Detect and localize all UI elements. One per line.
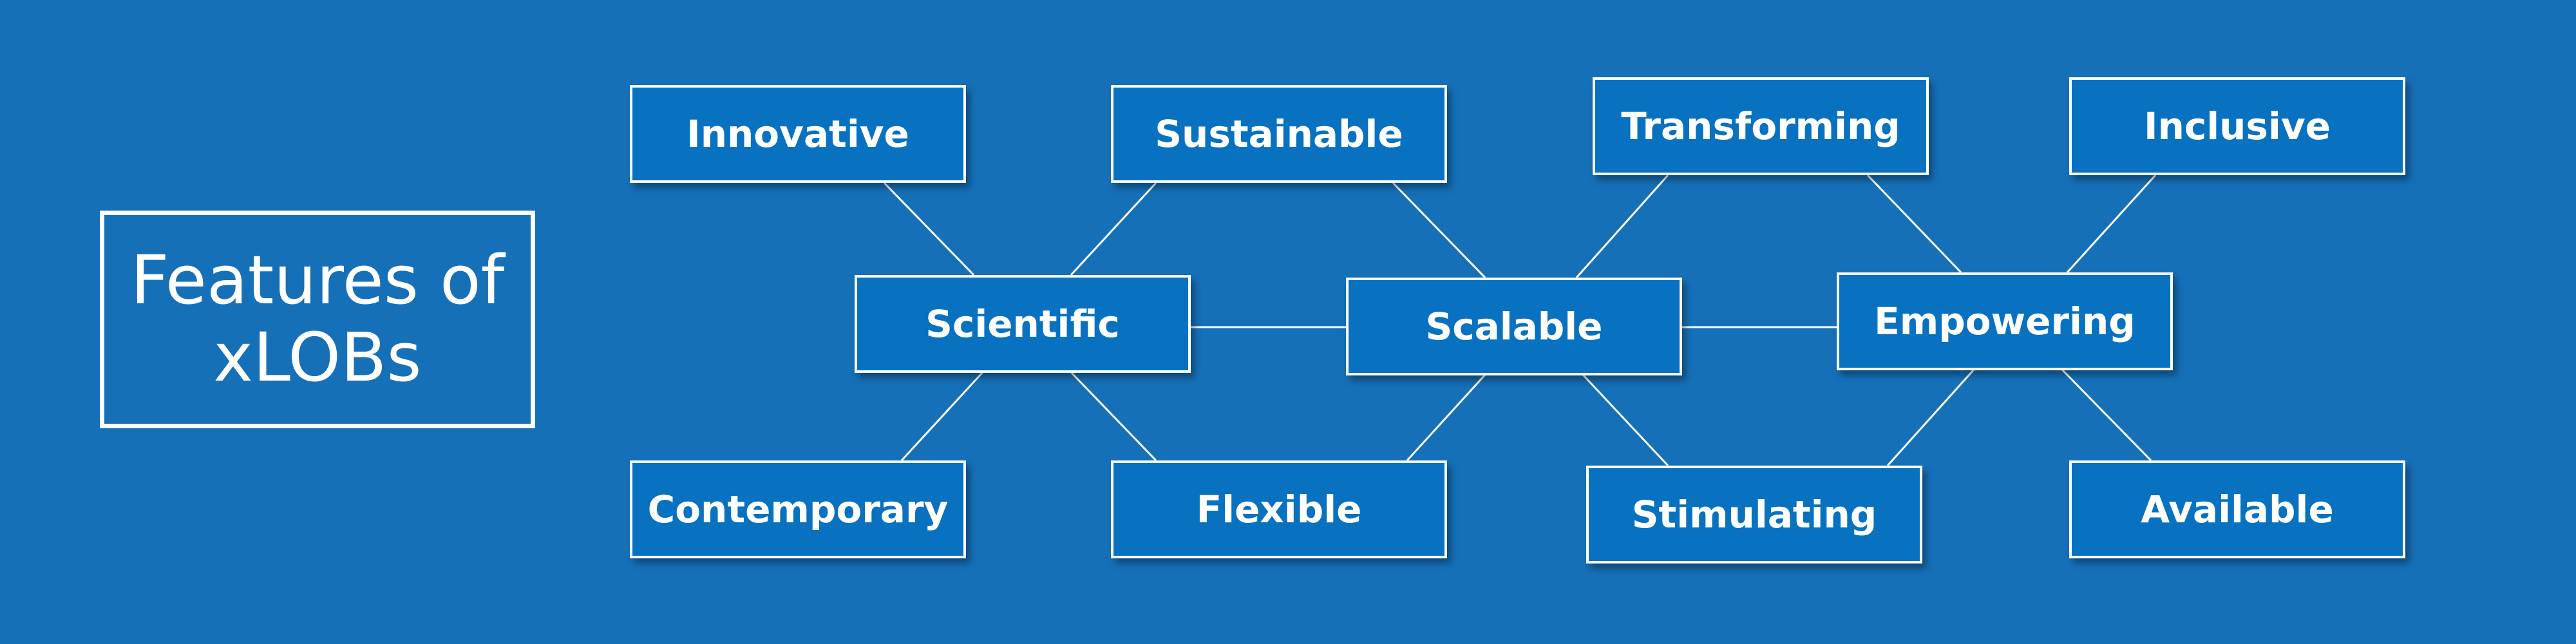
connector-transforming-scalable [1575,175,1669,278]
node-innovative: Innovative [630,85,966,183]
node-label-empowering: Empowering [1874,299,2136,343]
node-contemporary: Contemporary [630,460,966,558]
connector-sustainable-scalable [1392,182,1486,279]
connector-contemporary-scientific [900,371,984,462]
node-label-flexible: Flexible [1196,488,1362,531]
node-inclusive: Inclusive [2069,77,2405,175]
connector-flexible-scientific [1070,371,1157,462]
node-label-inclusive: Inclusive [2144,104,2331,148]
connector-innovative-scientific [883,182,975,276]
node-label-sustainable: Sustainable [1155,112,1403,156]
connector-sustainable-scientific [1070,182,1157,276]
title-box: Features of xLOBs [100,211,535,428]
node-scalable: Scalable [1346,278,1682,375]
node-label-scalable: Scalable [1425,305,1603,348]
node-stimulating: Stimulating [1586,466,1922,564]
node-label-stimulating: Stimulating [1631,493,1877,536]
connector-stimulating-scalable [1582,374,1669,467]
node-label-contemporary: Contemporary [647,488,949,531]
node-scientific: Scientific [855,275,1191,373]
connector-flexible-scalable [1406,374,1486,462]
node-label-transforming: Transforming [1621,104,1900,148]
node-available: Available [2069,460,2405,558]
connector-available-empowering [2061,368,2152,462]
diagram-title: Features of xLOBs [130,241,505,397]
connector-inclusive-empowering [2066,174,2157,274]
connector-stimulating-empowering [1886,368,1975,467]
node-sustainable: Sustainable [1111,85,1447,183]
node-transforming: Transforming [1593,77,1929,175]
node-label-available: Available [2141,488,2334,531]
connector-transforming-empowering [1866,174,1962,274]
node-label-scientific: Scientific [925,302,1120,346]
node-label-innovative: Innovative [687,112,909,156]
node-empowering: Empowering [1837,272,2173,370]
node-flexible: Flexible [1111,460,1447,558]
